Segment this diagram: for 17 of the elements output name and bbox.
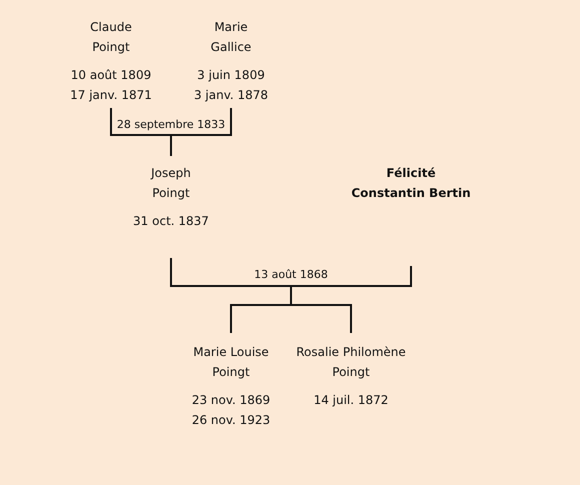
- date-text: 3 juin 1809: [197, 67, 265, 84]
- person-name: Félicité Constantin Bertin: [350, 165, 472, 202]
- date-text: 23 nov. 1869: [192, 392, 270, 409]
- edge-label: 28 septembre 1833: [116, 118, 226, 132]
- date-text: 17 janv. 1871: [70, 87, 152, 104]
- date-text: 31 oct. 1837: [133, 213, 209, 230]
- date-text: 26 nov. 1923: [192, 412, 270, 429]
- date-text: 10 août 1809: [70, 67, 152, 84]
- date-text: 14 juil. 1872: [314, 392, 388, 409]
- person-name: Marie Gallice: [210, 19, 252, 56]
- tree-line: [290, 266, 412, 333]
- person-name: Rosalie Philomène Poingt: [295, 344, 407, 381]
- person-name: Joseph Poingt: [150, 165, 192, 202]
- person-name: Marie Louise Poingt: [192, 344, 270, 381]
- person-name: Claude Poingt: [89, 19, 133, 56]
- tree-line: [170, 108, 232, 156]
- date-text: 3 janv. 1878: [194, 87, 268, 104]
